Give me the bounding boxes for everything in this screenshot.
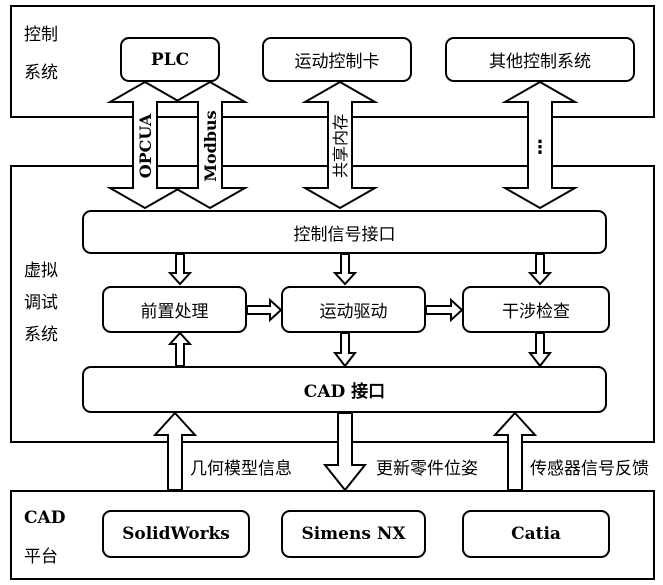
modbus-label: Modbus [201, 110, 220, 181]
signal-to-preprocess-arrow [167, 253, 193, 286]
update-pose-label: 更新零件位姿 [376, 459, 478, 479]
signal-interface-box[interactable]: 控制信号接口 [82, 210, 607, 254]
check-to-cad-arrow [527, 332, 553, 368]
solidworks-label: SolidWorks [122, 524, 230, 544]
motion-drive-label: 运动驱动 [319, 302, 388, 322]
preprocess-box[interactable]: 前置处理 [102, 286, 247, 333]
preprocess-to-drive-arrow [246, 297, 283, 323]
update-pose-arrow [322, 412, 368, 492]
geometry-info-arrow [152, 411, 198, 491]
drive-to-check-arrow [425, 297, 464, 323]
motion-card-box[interactable]: 运动控制卡 [262, 37, 412, 82]
nx-label: Simens NX [301, 524, 406, 544]
sensor-feedback-label: 传感器信号反馈 [530, 459, 649, 479]
plc-label: PLC [150, 49, 190, 70]
cad-interface-box[interactable]: CAD 接口 [82, 366, 607, 413]
modbus-arrow [171, 80, 249, 210]
control-label-2: 系统 [24, 63, 58, 83]
nx-box[interactable]: Simens NX [281, 510, 426, 558]
other-control-label: 其他控制系统 [489, 52, 591, 72]
geometry-info-label: 几何模型信息 [190, 459, 292, 479]
solidworks-box[interactable]: SolidWorks [102, 510, 250, 558]
preprocess-label: 前置处理 [140, 302, 209, 322]
interference-check-box[interactable]: 干涉检查 [462, 286, 610, 333]
virtual-label-1: 虚拟 [24, 261, 58, 281]
signal-to-drive-arrow [332, 253, 358, 286]
cad-interface-label: CAD 接口 [303, 382, 386, 402]
ellipsis-label: ⋮ [531, 137, 549, 158]
plc-box[interactable]: PLC [120, 37, 220, 82]
catia-box[interactable]: Catia [462, 510, 610, 558]
opcua-label: OPCUA [136, 113, 155, 178]
other-control-arrow [501, 80, 579, 210]
virtual-label-3: 系统 [24, 325, 58, 345]
motion-card-label: 运动控制卡 [294, 52, 380, 72]
interference-check-label: 干涉检查 [502, 302, 570, 322]
catia-label: Catia [511, 524, 561, 544]
shared-memory-arrow [301, 80, 379, 210]
signal-interface-label: 控制信号接口 [293, 224, 396, 245]
cad-platform-region [10, 490, 655, 580]
motion-drive-box[interactable]: 运动驱动 [281, 286, 426, 333]
cad-label-1: CAD [24, 508, 66, 528]
virtual-label-2: 调试 [24, 293, 58, 313]
signal-to-check-arrow [527, 253, 553, 286]
drive-to-cad-arrow [332, 332, 358, 368]
shared-memory-label: 共享内存 [331, 114, 350, 178]
sensor-feedback-arrow [492, 411, 538, 491]
opcua-arrow [106, 80, 184, 210]
control-label-1: 控制 [24, 25, 58, 45]
cad-label-2: 平台 [24, 547, 58, 567]
other-control-box[interactable]: 其他控制系统 [445, 37, 635, 82]
